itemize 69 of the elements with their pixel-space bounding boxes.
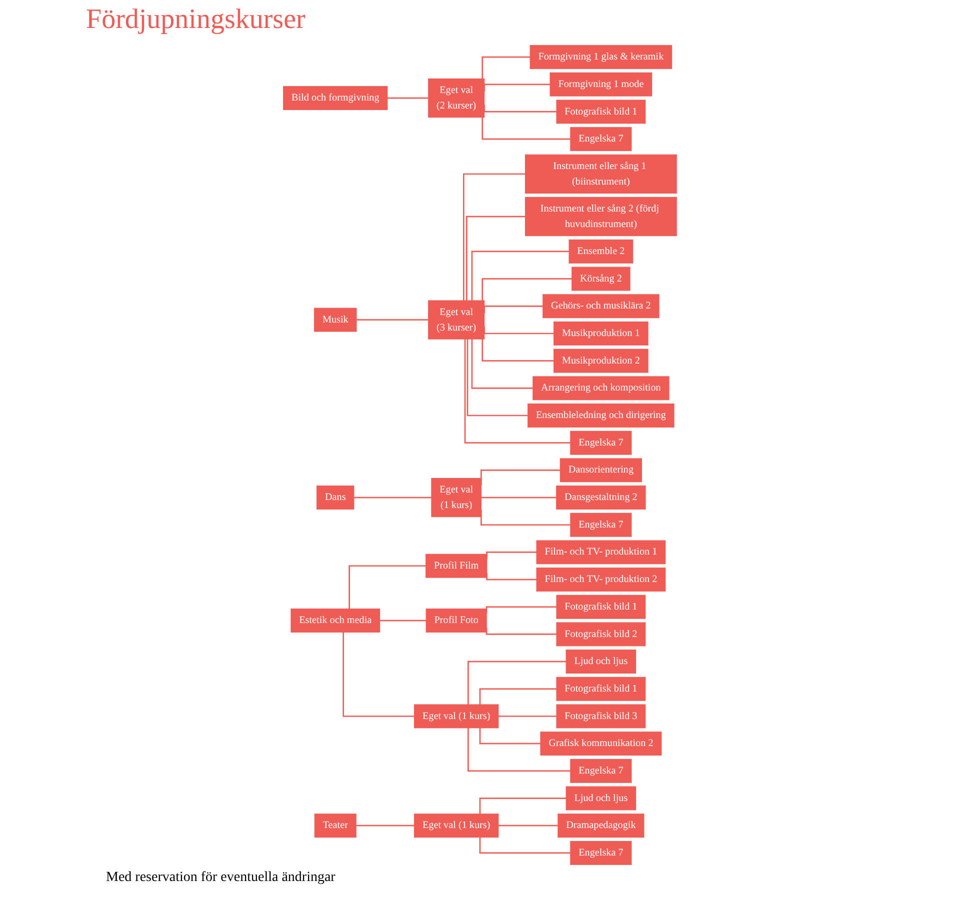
connector bbox=[348, 565, 426, 609]
node-box: Musik bbox=[314, 308, 357, 332]
connector bbox=[466, 216, 526, 301]
node-box: Eget val (2 kurser) bbox=[428, 78, 485, 118]
connector bbox=[498, 824, 558, 826]
node-box: Engelska 7 bbox=[570, 127, 632, 152]
caption: Med reservation för eventuella ändringar bbox=[105, 870, 336, 887]
node-box: Ensembleledning och dirigering bbox=[528, 404, 674, 428]
node-box: Profil Foto bbox=[426, 608, 487, 633]
node-box: Instrument eller sång 2 (fördj huvudinstrument) bbox=[525, 196, 677, 236]
node-box: Teater bbox=[314, 814, 356, 838]
node-box: Fotografisk bild 1 bbox=[556, 594, 646, 619]
node-box: Körsång 2 bbox=[572, 266, 630, 291]
connector bbox=[468, 660, 566, 705]
node-box: Eget val (1 kurs) bbox=[431, 478, 482, 518]
node-box: Engelska 7 bbox=[570, 512, 632, 537]
node-box: Eget val (1 kurs) bbox=[414, 814, 499, 838]
node-box: Bild och formgivning bbox=[283, 86, 388, 110]
node-box: Dramapedagogik bbox=[558, 814, 644, 838]
connector bbox=[479, 837, 570, 854]
node-box: Eget val (1 kurs) bbox=[414, 704, 499, 728]
node-box: Film- och TV- produktion 2 bbox=[536, 568, 666, 592]
connector bbox=[498, 716, 557, 717]
connector bbox=[356, 319, 428, 320]
connector bbox=[386, 97, 428, 99]
node-box: Engelska 7 bbox=[570, 430, 632, 455]
node-box: Arrangering och komposition bbox=[532, 376, 670, 400]
node-box: Musikproduktion 1 bbox=[554, 322, 648, 346]
connector bbox=[471, 250, 570, 301]
node-box: Profil Film bbox=[426, 554, 488, 578]
connector bbox=[379, 620, 426, 622]
connector bbox=[482, 278, 572, 301]
node-box: Film- och TV- produktion 1 bbox=[536, 540, 666, 564]
node-box: Musikproduktion 2 bbox=[554, 348, 648, 373]
node-box: Fotografisk bild 3 bbox=[556, 704, 646, 728]
node-box: Gehörs- och musiklära 2 bbox=[542, 294, 660, 318]
connector bbox=[482, 117, 570, 140]
node-box: Formgivning 1 mode bbox=[550, 72, 652, 96]
node-box: Engelska 7 bbox=[570, 758, 632, 783]
node-box: Fotografisk bild 1 bbox=[556, 676, 646, 701]
node-box: Dansgestaltning 2 bbox=[556, 486, 646, 510]
node-box: Formgivning 1 glas & keramik bbox=[530, 45, 672, 70]
connector bbox=[353, 496, 432, 498]
node-box: Estetik och media bbox=[290, 608, 380, 633]
connector bbox=[482, 339, 554, 362]
connector bbox=[355, 824, 414, 826]
connector bbox=[471, 339, 533, 389]
connector bbox=[480, 496, 556, 498]
title: Fördjupningskurser bbox=[85, 3, 306, 37]
connector bbox=[464, 339, 570, 444]
connector bbox=[482, 56, 530, 79]
node-box: Dansorientering bbox=[560, 458, 642, 482]
node-box: Eget val (3 kurser) bbox=[428, 300, 485, 340]
node-box: Fotografisk bild 2 bbox=[556, 622, 646, 646]
node-box: Fotografisk bild 1 bbox=[556, 100, 646, 124]
node-box: Dans bbox=[316, 486, 354, 510]
node-box: Ljud och ljus bbox=[566, 786, 636, 810]
node-box: Instrument eller sång 1 (biinstrument) bbox=[525, 154, 677, 194]
node-box: Grafisk kommunikation 2 bbox=[540, 732, 662, 756]
connector bbox=[479, 728, 541, 744]
node-box: Ljud och ljus bbox=[566, 650, 636, 674]
connector bbox=[479, 688, 557, 705]
connector bbox=[463, 173, 526, 301]
connector bbox=[479, 798, 566, 814]
connector bbox=[468, 728, 570, 772]
connector bbox=[342, 632, 414, 717]
node-box: Ensemble 2 bbox=[568, 239, 634, 264]
connector bbox=[466, 339, 528, 416]
node-box: Engelska 7 bbox=[570, 840, 632, 865]
